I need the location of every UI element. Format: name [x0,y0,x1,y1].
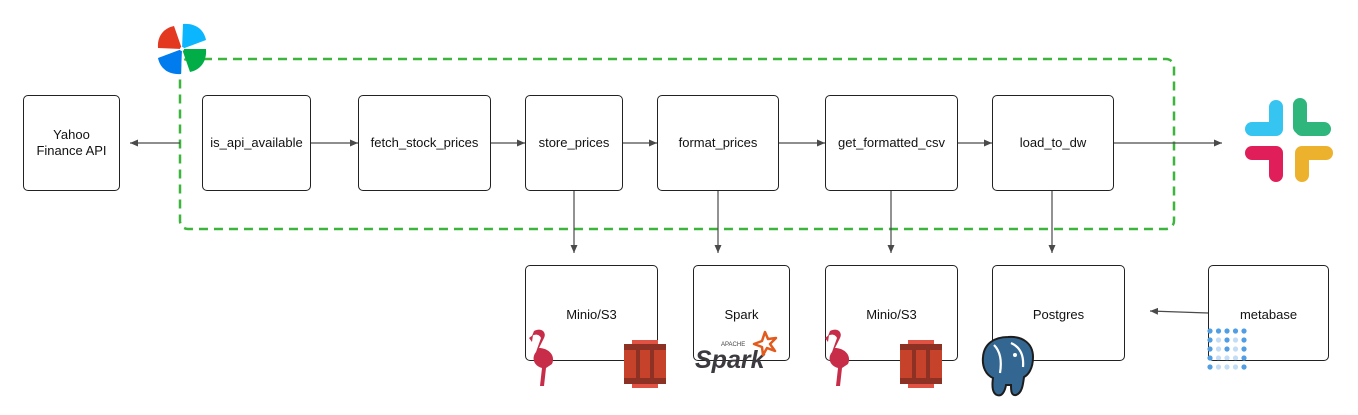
task-label: load_to_dw [1019,135,1087,150]
metabase-dot [1215,346,1222,352]
task-label: fetch_stock_prices [370,135,479,150]
metabase-dot [1224,346,1230,352]
task-store-prices: store_prices [525,95,623,191]
metabase-dot [1241,328,1247,334]
metabase-dot [1207,328,1213,334]
metabase-dot [1207,355,1213,361]
metabase-dot [1241,364,1247,370]
metabase-dot [1232,364,1239,370]
task-label: is_api_available [210,135,303,150]
service-label: Postgres [1032,307,1085,322]
task-fetch-stock-prices: fetch_stock_prices [358,95,491,191]
metabase-dot [1224,328,1230,334]
spark-logo-small-text: APACHE [721,342,745,348]
aws-s3-bucket-icon [624,340,666,388]
metabase-dot [1241,355,1247,361]
metabase-dot [1215,364,1222,370]
metabase-dot [1232,355,1239,361]
metabase-dots-icon [1207,328,1247,370]
airflow-pinwheel-icon [157,23,207,75]
minio-flamingo-icon [529,329,554,386]
apache-spark-logo: APACHE Spark [695,330,778,374]
slack-icon [1245,98,1333,182]
task-label: get_formatted_csv [838,135,945,150]
yahoo-finance-api-box: Yahoo Finance API [23,95,120,191]
task-is-api-available: is_api_available [202,95,311,191]
metabase-dot [1215,355,1222,361]
service-label: metabase [1239,307,1298,322]
metabase-dot [1241,337,1247,343]
metabase-dot [1232,346,1239,352]
spark-box: Spark [693,265,790,361]
service-label: Spark [724,307,759,322]
postgres-elephant-icon [981,335,1035,397]
spark-logo-word: Spark [695,346,766,374]
task-label: store_prices [538,135,610,150]
metabase-dot [1232,337,1239,343]
yahoo-finance-api-label: Yahoo Finance API [36,127,107,158]
metabase-dot [1232,328,1239,334]
service-label: Minio/S3 [866,307,917,322]
task-load-to-dw: load_to_dw [992,95,1114,191]
service-label: Minio/S3 [566,307,617,322]
task-format-prices: format_prices [657,95,779,191]
airflow-dag-boundary [178,57,1176,231]
aws-s3-bucket-icon [900,340,942,388]
metabase-dot [1215,337,1222,343]
task-get-formatted-csv: get_formatted_csv [825,95,958,191]
metabase-box: metabase [1208,265,1329,361]
minio-s3-raw-box: Minio/S3 [525,265,658,361]
metabase-dot [1207,346,1213,352]
metabase-dot [1207,337,1213,343]
metabase-dot [1215,328,1222,334]
metabase-dot [1224,355,1230,361]
metabase-dot [1207,364,1213,370]
task-label: format_prices [678,135,758,150]
minio-flamingo-icon [825,329,850,386]
metabase-dot [1224,337,1230,343]
arrow-metabase-to-postgres [1149,307,1209,315]
metabase-dot [1241,346,1247,352]
metabase-dot [1224,364,1230,370]
